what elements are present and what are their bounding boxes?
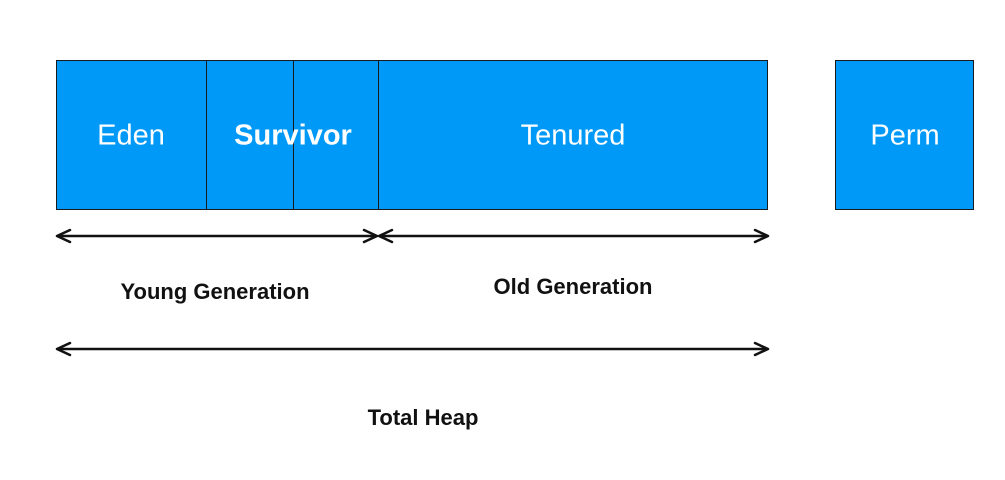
perm-label: Perm bbox=[870, 119, 940, 152]
old-generation-arrow-right-head bbox=[753, 228, 770, 244]
old-generation-arrow-left-head bbox=[377, 228, 394, 244]
young-generation-arrow-left-head bbox=[55, 228, 72, 244]
arrow-group bbox=[55, 228, 770, 357]
perm-block bbox=[835, 60, 974, 210]
eden-block bbox=[56, 60, 208, 210]
survivor-block-1 bbox=[206, 60, 295, 210]
tenured-block bbox=[378, 60, 768, 210]
old-generation-caption: Old Generation bbox=[493, 274, 653, 299]
eden-label: Eden bbox=[97, 119, 165, 152]
young-generation-arrow-right-head bbox=[362, 228, 379, 244]
survivor-block-2 bbox=[293, 60, 380, 210]
total-heap-caption: Total Heap bbox=[367, 405, 479, 430]
young-generation-caption: Young Generation bbox=[120, 279, 310, 304]
total-heap-arrow-right-head bbox=[753, 341, 770, 357]
survivor-label: Survivor bbox=[234, 119, 352, 152]
tenured-label: Tenured bbox=[520, 119, 626, 152]
total-heap-arrow-left-head bbox=[55, 341, 72, 357]
